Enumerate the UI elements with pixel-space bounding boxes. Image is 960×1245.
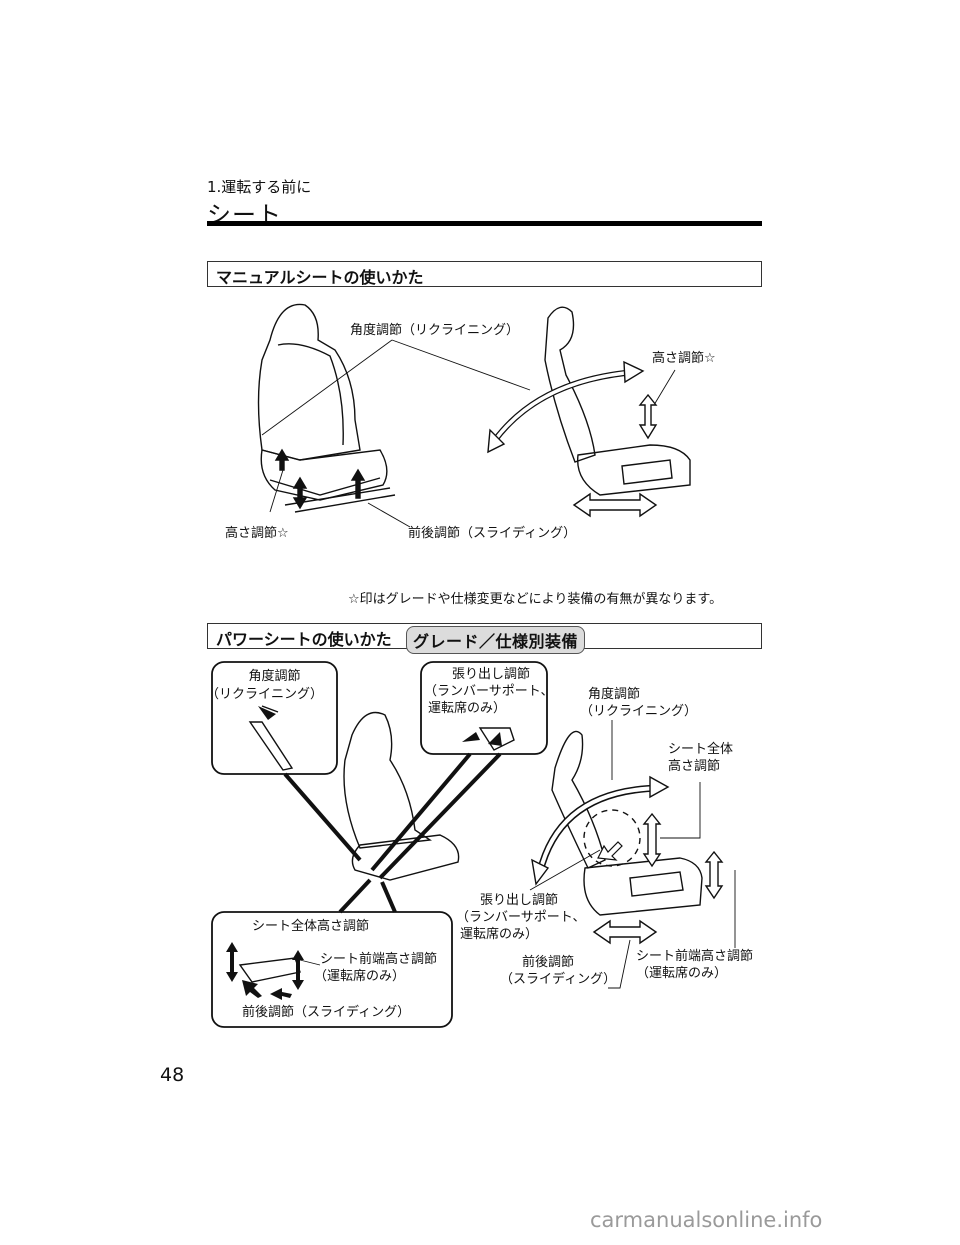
title-rule: [207, 221, 762, 226]
side-front-height-label-2: （運転席のみ）: [636, 966, 728, 981]
side-whole-height-label-1: シート全体: [668, 742, 734, 757]
manual-seat-heading-text: マニュアルシートの使いかた: [216, 268, 424, 287]
side-front-height-label-1: シート前端高さ調節: [636, 949, 754, 964]
inset-slide-label: 前後調節（スライディング）: [242, 1005, 411, 1020]
power-seat-heading-text: パワーシートの使いかた: [216, 630, 392, 649]
inset-front-height-label-2: （運転席のみ）: [314, 969, 406, 984]
availability-note: ☆印はグレードや仕様変更などにより装備の有無が異なります。: [348, 592, 723, 607]
footer-watermark: carmanualsonline.info: [590, 1208, 823, 1232]
side-lumbar-label-1: 張り出し調節: [480, 893, 559, 908]
slide-adjust-label: 前後調節（スライディング）: [408, 526, 577, 541]
side-recline-label-1: 角度調節: [588, 687, 641, 702]
chapter-heading: 1.運転する前に: [207, 178, 312, 196]
side-whole-height-label-2: 高さ調節: [668, 759, 721, 774]
inset-lumbar-label-3: 運転席のみ）: [428, 701, 507, 716]
inset-front-height-label-1: シート前端高さ調節: [320, 952, 438, 967]
page-number: 48: [160, 1064, 185, 1086]
inset-lumbar-label-2: （ランバーサポート、: [424, 684, 554, 699]
manual-seat-section-heading: マニュアルシートの使いかた: [207, 261, 762, 287]
side-slide-label-2: （スライディング）: [500, 972, 617, 987]
grade-badge: グレード／仕様別装備: [406, 626, 586, 654]
inset-seat-height-label: シート全体高さ調節: [252, 919, 370, 934]
inset-recline-label-2: （リクライニング）: [206, 687, 324, 702]
side-lumbar-label-2: （ランバーサポート、: [456, 910, 586, 925]
side-slide-label-1: 前後調節: [522, 955, 575, 970]
recline-label: 角度調節（リクライニング）: [350, 323, 520, 338]
height-adjust-label-right: 高さ調節☆: [652, 351, 716, 366]
inset-lumbar-label-1: 張り出し調節: [452, 667, 531, 682]
power-seat-section-heading: パワーシートの使いかた グレード／仕様別装備: [207, 623, 762, 654]
inset-recline-label-1: 角度調節: [248, 669, 301, 684]
height-adjust-label-left: 高さ調節☆: [225, 526, 289, 541]
side-lumbar-label-3: 運転席のみ）: [460, 927, 539, 942]
side-recline-label-2: （リクライニング）: [580, 704, 698, 719]
